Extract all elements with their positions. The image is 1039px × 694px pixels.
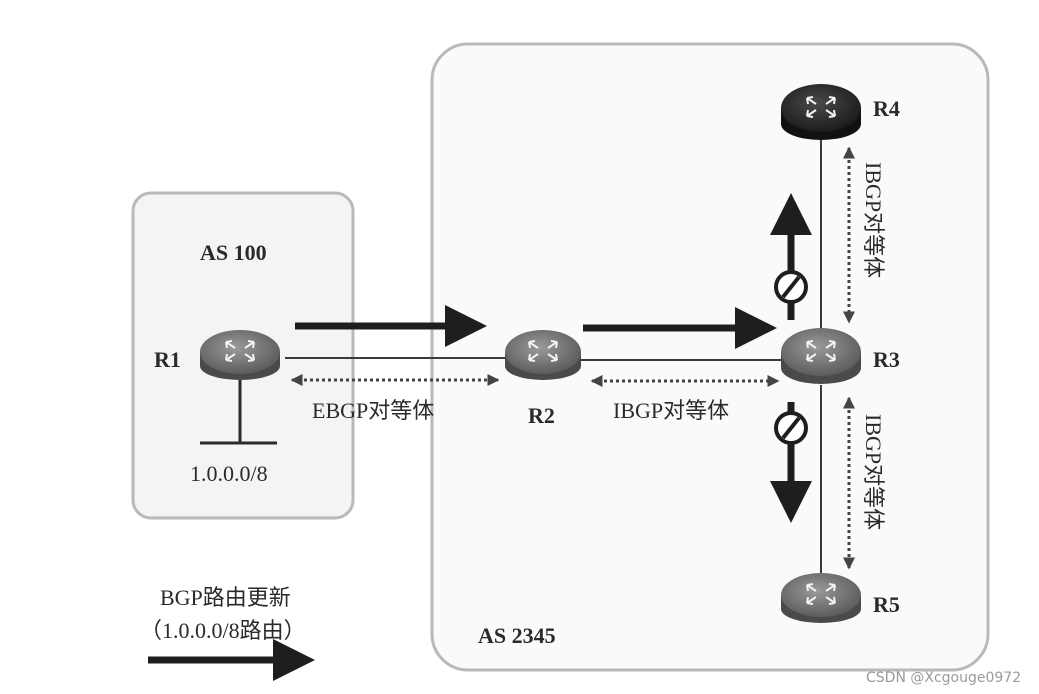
router-r5-icon <box>781 573 861 623</box>
router-r2-label: R2 <box>528 403 555 428</box>
prohibition-icon-r4 <box>774 270 808 304</box>
router-r3-label: R3 <box>873 347 900 372</box>
router-r3-icon <box>781 328 861 384</box>
router-r2-icon <box>505 330 581 380</box>
network-prefix-label: 1.0.0.0/8 <box>190 461 268 486</box>
peer-label-r3-r4: IBGP对等体 <box>861 162 886 278</box>
peer-label-r3-r5: IBGP对等体 <box>861 414 886 530</box>
router-r5-label: R5 <box>873 592 900 617</box>
router-r4-label: R4 <box>873 96 900 121</box>
as2345-label: AS 2345 <box>478 623 556 648</box>
legend-title: BGP路由更新 <box>160 585 291 610</box>
peer-label-r1-r2: EBGP对等体 <box>312 398 434 423</box>
peer-label-r2-r3: IBGP对等体 <box>613 398 729 423</box>
watermark: CSDN @Xcgouge0972 <box>866 670 1021 686</box>
router-r1-label: R1 <box>154 347 181 372</box>
router-r4-icon <box>781 84 861 140</box>
prohibition-icon-r5 <box>774 411 808 445</box>
router-r1-icon <box>200 330 280 380</box>
legend-subtitle: （1.0.0.0/8路由） <box>140 618 306 643</box>
as100-label: AS 100 <box>200 240 267 265</box>
